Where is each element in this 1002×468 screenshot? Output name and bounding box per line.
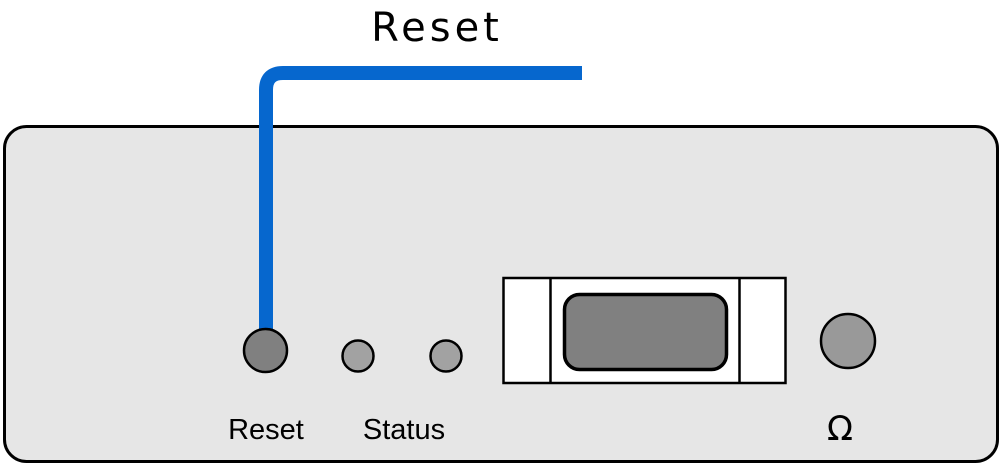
callout-line: [259, 66, 582, 342]
status-led-2: [429, 339, 463, 373]
status-led-1: [341, 339, 375, 373]
termination-button: [819, 312, 877, 370]
omega-label: Ω: [827, 409, 853, 449]
terminal-block-opening: [562, 292, 729, 372]
reset-button-label: Reset: [228, 414, 304, 446]
callout-title: Reset: [371, 5, 503, 51]
status-leds-label: Status: [363, 414, 445, 446]
reset-button: [242, 327, 289, 374]
